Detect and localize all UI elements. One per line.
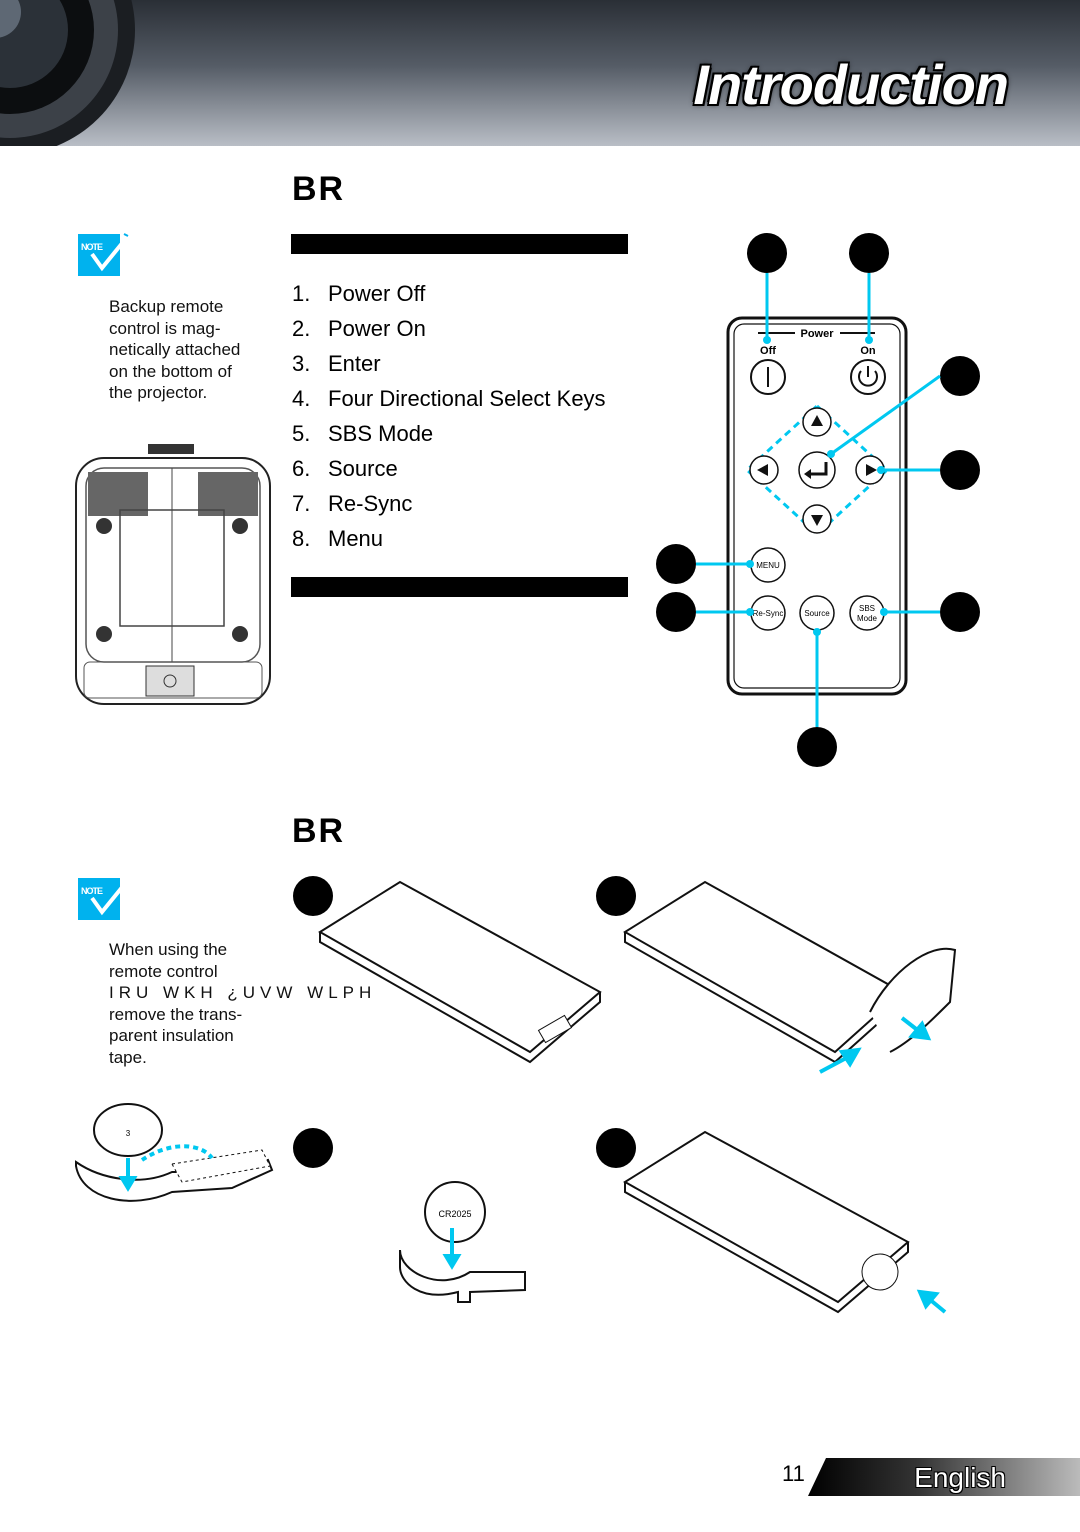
page-number: 11 bbox=[782, 1461, 805, 1486]
list-number: 2. bbox=[292, 316, 311, 341]
divider-bar bbox=[291, 577, 628, 597]
list-number: 6. bbox=[292, 456, 311, 481]
on-label: On bbox=[860, 345, 876, 357]
note-badge: NOTE bbox=[78, 233, 130, 276]
remote-section-title: BR bbox=[292, 170, 346, 208]
callout-circle bbox=[849, 233, 889, 273]
note-line: control is mag- bbox=[109, 318, 221, 338]
list-item: 5. SBS Mode bbox=[292, 416, 606, 451]
note-line: Backup remote bbox=[109, 297, 224, 316]
step-4-circle bbox=[596, 1128, 636, 1168]
callout-circle bbox=[656, 592, 696, 632]
list-number: 3. bbox=[292, 351, 311, 376]
note-line: When using the bbox=[109, 940, 228, 959]
callout-circle bbox=[940, 450, 980, 490]
list-item: 6. Source bbox=[292, 451, 606, 486]
footer-language: English bbox=[914, 1462, 1006, 1493]
battery-steps-illustration: CR2025 bbox=[293, 876, 957, 1314]
divider-bar bbox=[291, 234, 628, 254]
list-number: 1. bbox=[292, 281, 311, 306]
checkmark-icon bbox=[90, 878, 130, 916]
list-number: 7. bbox=[292, 491, 311, 516]
list-label: Power Off bbox=[328, 281, 426, 306]
callout-circle bbox=[797, 727, 837, 767]
remote-diagram: Power Off On MENU Re-Sync Source SBS Mod… bbox=[656, 233, 980, 767]
list-item: 1. Power Off bbox=[292, 276, 606, 311]
off-label: Off bbox=[760, 345, 776, 357]
lens-graphic bbox=[0, 0, 135, 146]
power-label: Power bbox=[800, 328, 834, 340]
note-line: parent insulation bbox=[109, 1026, 234, 1045]
list-item: 3. Enter bbox=[292, 346, 606, 381]
note-line: netically attached bbox=[109, 340, 241, 359]
note-text: Backup remote control is mag- netically … bbox=[109, 296, 240, 404]
enter-button bbox=[798, 451, 836, 489]
resync-label: Re-Sync bbox=[753, 609, 784, 618]
remote-key-list: 1. Power Off 2. Power On 3. Enter 4. Four Di… bbox=[292, 276, 606, 556]
note-icon-label: NOTE bbox=[81, 886, 103, 896]
note-badge: NOTE bbox=[78, 878, 130, 920]
note-line: tape. bbox=[109, 1047, 147, 1067]
note-line: the projector. bbox=[109, 383, 208, 402]
list-item: 4. Four Directional Select Keys bbox=[292, 381, 606, 416]
callout-circle bbox=[747, 233, 787, 273]
callout-circle bbox=[940, 356, 980, 396]
callout-circle bbox=[656, 544, 696, 584]
list-label: Power On bbox=[328, 316, 426, 341]
sbs-mode-label: Mode bbox=[857, 614, 878, 623]
battery-section-title: BR bbox=[292, 812, 346, 850]
projector-bottom-illustration bbox=[75, 444, 271, 705]
note-line: remote control bbox=[109, 961, 218, 981]
note-text: When using the remote control IRU WKH ¿U… bbox=[109, 939, 376, 1068]
list-number: 5. bbox=[292, 421, 311, 446]
callout-circle bbox=[940, 592, 980, 632]
battery-model-label: CR2025 bbox=[438, 1209, 471, 1219]
list-number: 4. bbox=[292, 386, 311, 411]
list-item: 2. Power On bbox=[292, 311, 606, 346]
battery-insert-illustration: 3 bbox=[75, 1103, 274, 1202]
battery-voltage-label: 3 bbox=[126, 1129, 131, 1138]
list-number: 8. bbox=[292, 526, 311, 551]
list-label: Menu bbox=[328, 526, 384, 551]
list-label: SBS Mode bbox=[328, 421, 434, 446]
list-label: Enter bbox=[328, 351, 381, 376]
list-label: Four Directional Select Keys bbox=[328, 386, 606, 411]
step-1-circle bbox=[293, 876, 333, 916]
note-line: on the bottom of bbox=[109, 361, 232, 381]
list-label: Re-Sync bbox=[328, 491, 413, 516]
list-item: 7. Re-Sync bbox=[292, 486, 606, 521]
list-item: 8. Menu bbox=[292, 521, 606, 556]
sbs-label: SBS bbox=[859, 604, 875, 613]
step-2-circle bbox=[596, 876, 636, 916]
step-3-circle bbox=[293, 1128, 333, 1168]
checkmark-icon bbox=[90, 233, 130, 272]
list-label: Source bbox=[328, 456, 398, 481]
footer-bar bbox=[808, 1458, 1080, 1496]
note-line: remove the trans- bbox=[109, 1004, 243, 1024]
menu-label: MENU bbox=[756, 561, 780, 570]
page-header: Introduction bbox=[0, 0, 1080, 146]
note-icon-label: NOTE bbox=[81, 242, 103, 252]
note-line: IRU WKH ¿UVW WLPH bbox=[109, 983, 377, 1002]
page-title: Introduction bbox=[693, 53, 1009, 116]
source-label: Source bbox=[804, 609, 830, 618]
sbs-mode-button bbox=[849, 595, 885, 631]
